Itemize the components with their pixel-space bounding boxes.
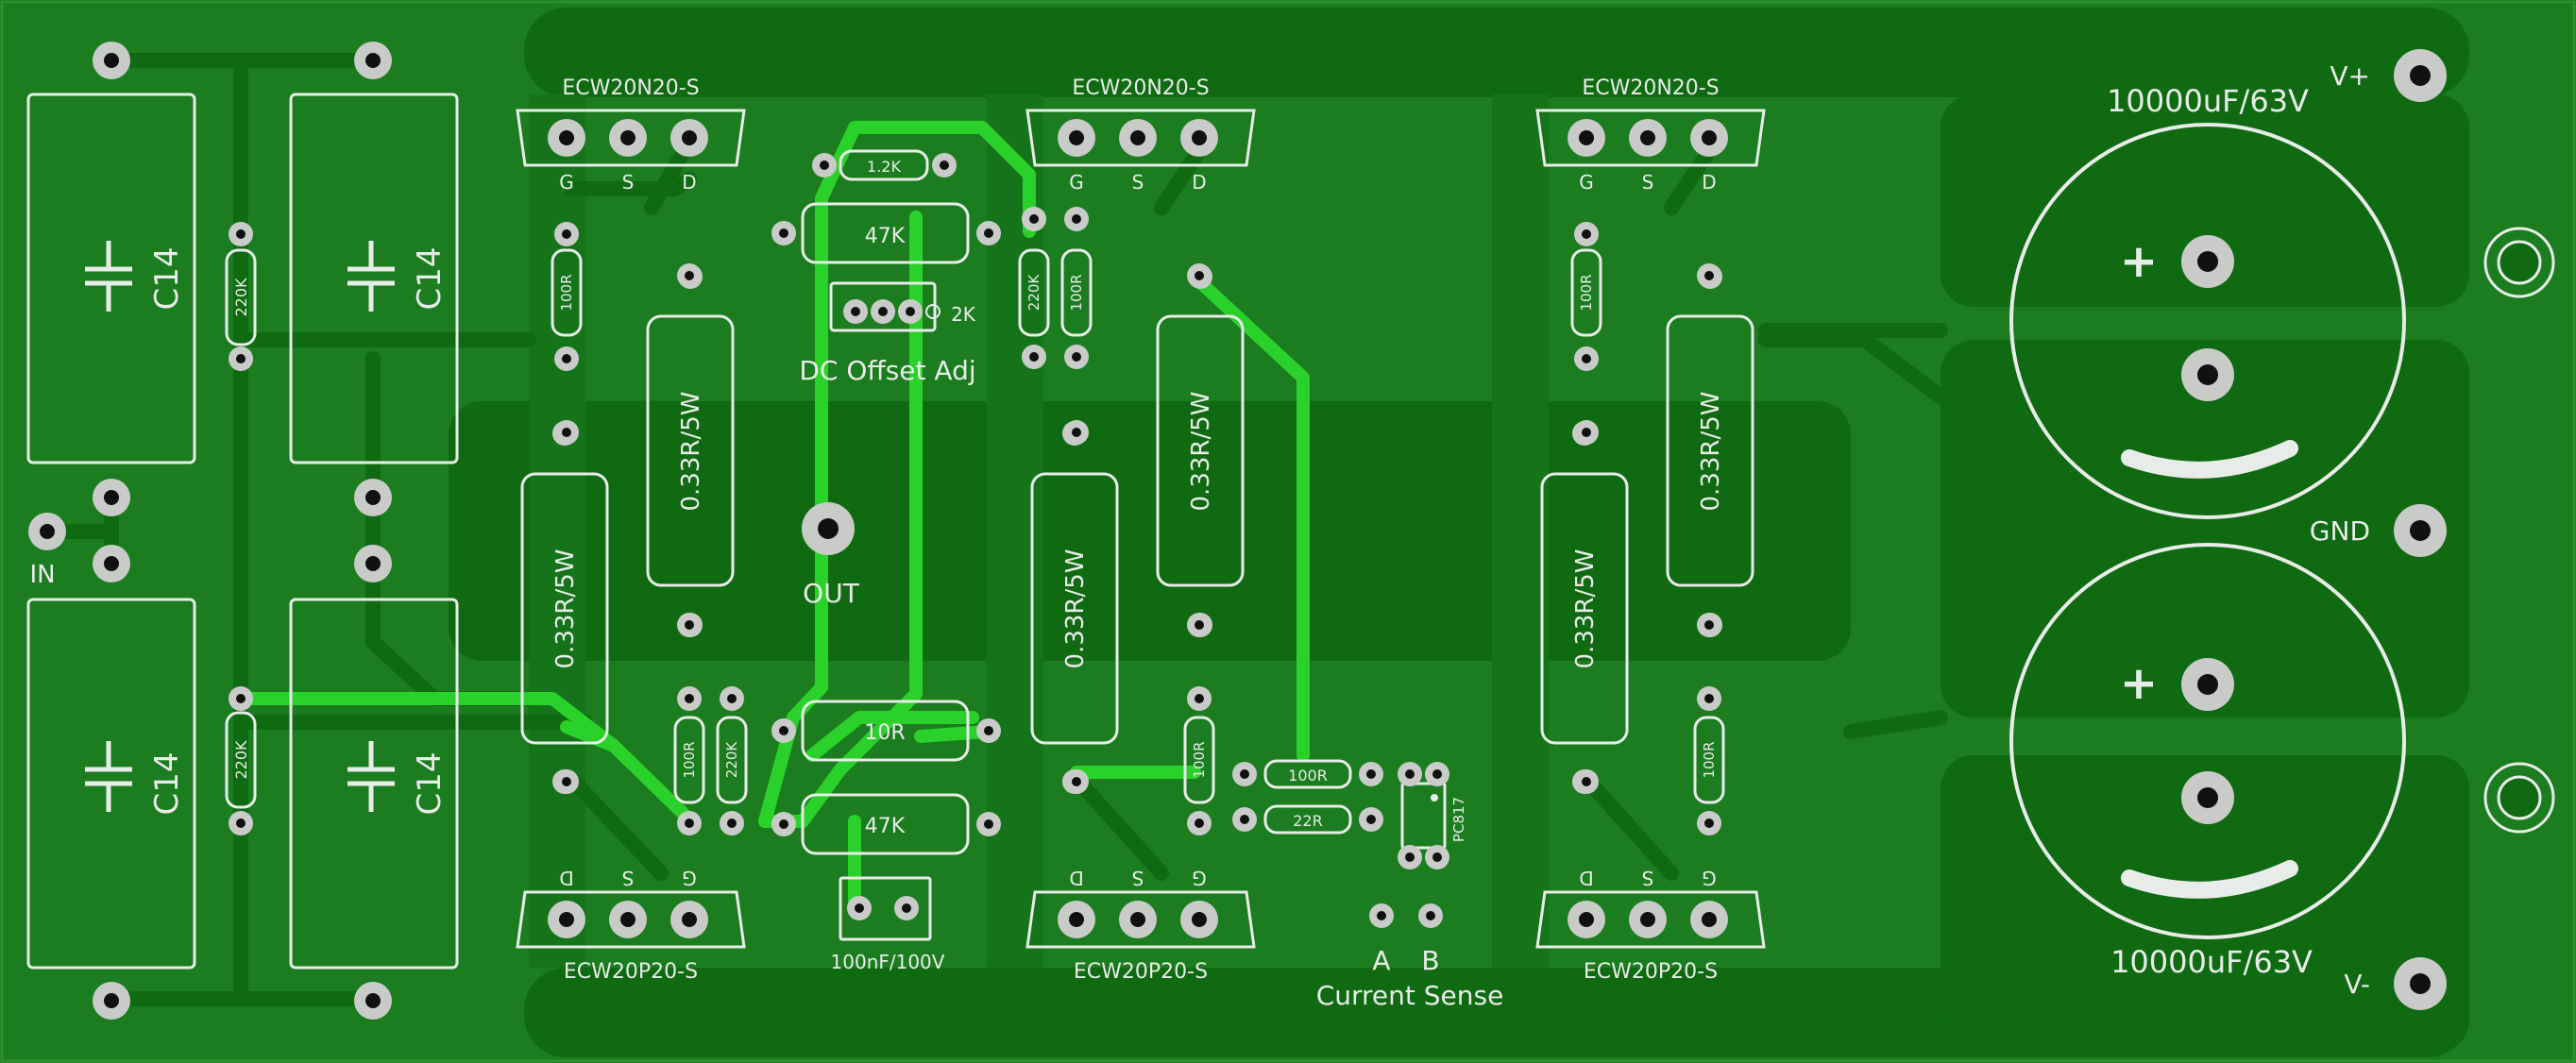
- pin-g-label: G: [1702, 867, 1717, 889]
- gnd-terminal[interactable]: [2394, 504, 2447, 557]
- resistor-100r-label: 100R: [1701, 741, 1718, 778]
- mounting-holes: [2483, 227, 2555, 834]
- dc-offset-label: DC Offset Adj: [799, 355, 975, 386]
- resistor-1-2k-label: 1.2K: [867, 158, 901, 176]
- mosfet-n-label: ECW20N20-S: [1072, 76, 1209, 100]
- output-pad[interactable]: [802, 502, 855, 555]
- trimmer-value: 2K: [951, 303, 976, 326]
- mosfet-p-label: ECW20P20-S: [564, 960, 698, 984]
- resistor-10r-label: 10R: [864, 721, 905, 745]
- pin-d-label: D: [1192, 171, 1206, 194]
- vminus-terminal[interactable]: [2394, 957, 2447, 1010]
- cap-label-c14: C14: [148, 246, 186, 310]
- vplus-terminal[interactable]: [2394, 49, 2447, 102]
- power-resistor-label: 0.33R/5W: [1571, 549, 1600, 669]
- sense-b-pad[interactable]: [1418, 903, 1443, 928]
- resistor-100r-label: 100R: [1068, 274, 1085, 311]
- sense-a-pad[interactable]: [1369, 903, 1394, 928]
- input-pad[interactable]: [28, 513, 66, 550]
- cap-plus-label: +: [2120, 657, 2158, 710]
- resistor-47k-label: 47K: [865, 225, 906, 248]
- pin-d-label: D: [559, 867, 573, 889]
- trimmer-screw-icon: [925, 304, 941, 319]
- resistor-220k: [225, 248, 257, 809]
- resistor-100r-label: 100R: [1578, 274, 1595, 311]
- power-resistors: [520, 314, 1754, 745]
- sense-resistors: [1263, 759, 1447, 850]
- pin-s-label: S: [1132, 171, 1144, 194]
- pin-s-label: S: [1642, 171, 1654, 194]
- pin-d-label: D: [1579, 867, 1593, 889]
- pin-g-label: G: [682, 867, 697, 889]
- power-resistor-label: 0.33R/5W: [1061, 549, 1090, 669]
- resistor-47k-label: 47K: [865, 815, 906, 838]
- pin-d-label: D: [1069, 867, 1083, 889]
- resistor-220k-label: 220K: [723, 741, 740, 779]
- out-label: OUT: [803, 578, 860, 609]
- resistor-100r-label: 100R: [1191, 741, 1208, 778]
- pin-g-label: G: [1579, 171, 1594, 194]
- film-cap-label: 100nF/100V: [831, 951, 945, 973]
- pin-s-label: S: [622, 867, 635, 889]
- mosfet-outlines: [516, 109, 1766, 949]
- small-capacitors: [26, 93, 459, 970]
- pin-s-label: S: [622, 171, 635, 194]
- copper-pours: [449, 8, 2469, 1057]
- bias-resistors: [801, 149, 970, 941]
- mosfet-p-label: ECW20P20-S: [1584, 960, 1718, 984]
- resistor-100r-label: 100R: [558, 274, 575, 311]
- pin-s-label: S: [1642, 867, 1654, 889]
- resistor-100r-label: 100R: [681, 741, 698, 778]
- pin-d-label: D: [682, 171, 696, 194]
- optocoupler-label: PC817: [1450, 797, 1467, 842]
- resistor-220k-label: 220K: [232, 278, 250, 317]
- bulk-capacitors: [2009, 123, 2406, 939]
- resistor-220k-label: 220K: [1025, 274, 1042, 312]
- sense-b-label: B: [1421, 945, 1439, 976]
- cap-label-c14: C14: [411, 751, 449, 815]
- resistor-220k-label: 220K: [232, 740, 250, 780]
- cap-label-c14: C14: [411, 246, 449, 310]
- gnd-label: GND: [2310, 515, 2370, 547]
- cap-plus-label: +: [2120, 235, 2158, 288]
- cap-label-c14: C14: [148, 751, 186, 815]
- gate-resistors: [551, 248, 1725, 804]
- power-resistor-label: 0.33R/5W: [677, 392, 705, 512]
- power-resistor-label: 0.33R/5W: [1187, 392, 1215, 512]
- pin-s-label: S: [1132, 867, 1144, 889]
- power-resistor-label: 0.33R/5W: [551, 549, 580, 669]
- pin-d-label: D: [1702, 171, 1716, 194]
- bulk-cap-label: 10000uF/63V: [2107, 83, 2309, 119]
- pin-g-label: G: [559, 171, 574, 194]
- mosfet-p-label: ECW20P20-S: [1074, 960, 1208, 984]
- mosfet-n-label: ECW20N20-S: [562, 76, 699, 100]
- vplus-label: V+: [2330, 60, 2370, 92]
- resistor-100r-label: 100R: [1288, 767, 1328, 785]
- dark-traces: [35, 53, 1948, 1006]
- pin-g-label: G: [1069, 171, 1084, 194]
- cap-polarity-band: [2121, 440, 2298, 479]
- optocoupler-pin1-icon: [1431, 794, 1438, 801]
- resistor-22r-label: 22R: [1293, 812, 1322, 830]
- vminus-label: V-: [2344, 969, 2370, 1000]
- mosfet-n-label: ECW20N20-S: [1582, 76, 1719, 100]
- current-sense-label: Current Sense: [1316, 980, 1504, 1011]
- cap-polarity-band: [2121, 860, 2298, 899]
- input-label: IN: [29, 561, 55, 589]
- power-resistor-label: 0.33R/5W: [1697, 392, 1725, 512]
- sense-a-label: A: [1372, 945, 1390, 976]
- bulk-cap-label: 10000uF/63V: [2110, 944, 2313, 980]
- pin-g-label: G: [1192, 867, 1207, 889]
